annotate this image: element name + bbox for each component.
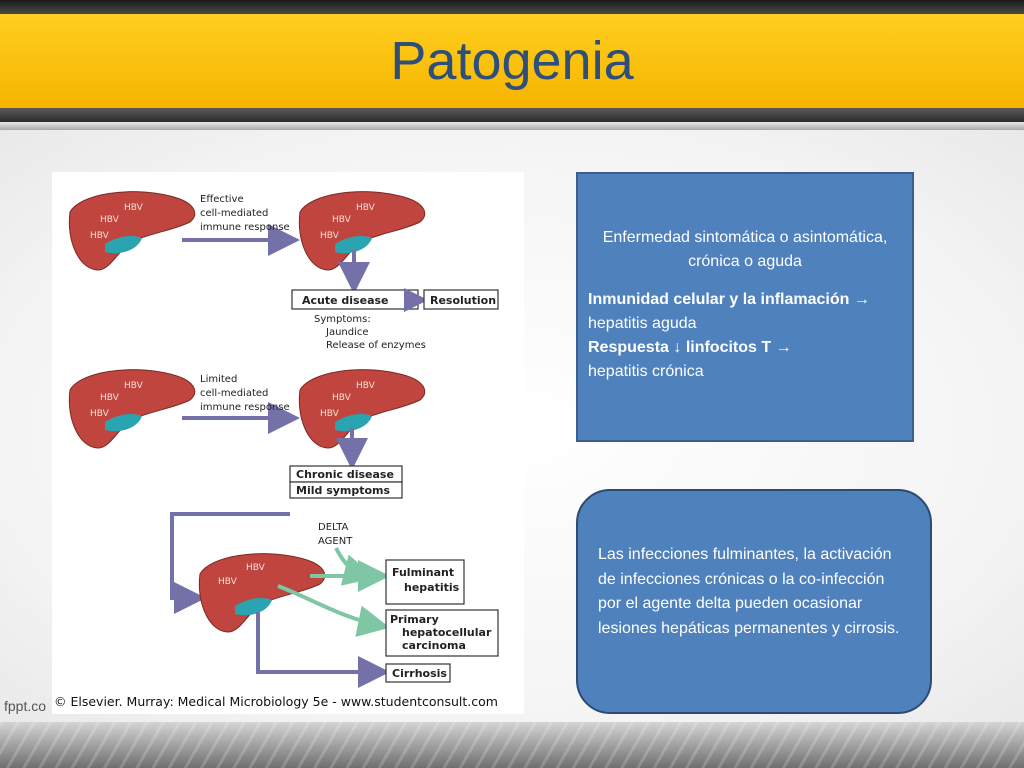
liver-label: HBV bbox=[246, 563, 266, 573]
arrow-delta bbox=[334, 547, 376, 586]
box-cirrhosis bbox=[385, 663, 451, 683]
delta-agent-label: DELTA bbox=[318, 522, 349, 533]
info-box-complications: Las infecciones fulminantes, la activaci… bbox=[576, 489, 932, 714]
box-fulminant-hepatitis bbox=[385, 559, 465, 605]
resolution-label: Resolution bbox=[430, 294, 496, 307]
carcinoma-label: carcinoma bbox=[402, 639, 466, 652]
box-mild-symptoms bbox=[289, 481, 403, 499]
liver-label: HBV bbox=[124, 381, 144, 391]
arrow-symbol: → bbox=[853, 291, 870, 308]
acute-disease-label: Acute disease bbox=[302, 294, 389, 307]
liver-label: HBV bbox=[218, 577, 238, 587]
label-limited: immune response bbox=[200, 402, 290, 413]
liver-label: HBV bbox=[100, 215, 120, 225]
liver-label: HBV bbox=[356, 203, 376, 213]
label-limited: cell-mediated bbox=[200, 388, 268, 399]
hbv-pathogenesis-figure: HBV HBV HBV Effective cell-mediated immu… bbox=[52, 172, 524, 714]
box-resolution bbox=[423, 289, 499, 310]
arrow-to-coinfection bbox=[170, 512, 290, 614]
fulminant-label: Fulminant bbox=[392, 566, 454, 579]
immunity-text: Inmunidad celular y la inflamación → hep… bbox=[578, 288, 912, 384]
info-box-immunity: Enfermedad sintomática o asintomática, c… bbox=[576, 172, 914, 442]
title-band bbox=[0, 14, 1024, 108]
arrow-carcinoma bbox=[277, 584, 390, 637]
complications-text: Las infecciones fulminantes, la activaci… bbox=[598, 546, 900, 637]
delta-agent-label: AGENT bbox=[318, 536, 353, 547]
liver-label: HBV bbox=[332, 215, 352, 225]
liver-label: HBV bbox=[332, 393, 352, 403]
fulminant-label: hepatitis bbox=[404, 581, 460, 594]
liver-label: HBV bbox=[320, 409, 340, 419]
title-rule-light bbox=[0, 122, 1024, 130]
liver-label: HBV bbox=[100, 393, 120, 403]
carcinoma-label: hepatocellular bbox=[402, 626, 492, 639]
symptoms-label: Jaundice bbox=[325, 327, 369, 338]
chronic-result: hepatitis crónica bbox=[588, 363, 704, 380]
label-limited: Limited bbox=[200, 374, 237, 385]
footer-brand: fppt.co bbox=[4, 698, 47, 714]
disease-forms-text: Enfermedad sintomática o asintomática, c… bbox=[602, 229, 888, 270]
liver-label: HBV bbox=[90, 409, 110, 419]
carcinoma-label: Primary bbox=[390, 613, 439, 626]
box-hepatocellular-carcinoma bbox=[385, 609, 499, 657]
label-effective: immune response bbox=[200, 222, 290, 233]
arrow-symbol: → bbox=[775, 339, 792, 356]
arrow-cirrhosis bbox=[256, 612, 390, 688]
chronic-disease-label: Chronic disease bbox=[296, 468, 394, 481]
immunity-bold: Inmunidad celular y la inflamación bbox=[588, 291, 850, 308]
label-effective: Effective bbox=[200, 194, 244, 205]
bottom-decorative-band bbox=[0, 722, 1024, 768]
title-rule-dark bbox=[0, 108, 1024, 122]
cirrhosis-label: Cirrhosis bbox=[392, 667, 447, 680]
symptoms-label: Symptoms: bbox=[314, 314, 371, 325]
figure-copyright: © Elsevier. Murray: Medical Microbiology… bbox=[54, 694, 498, 709]
hbv-diagram: HBV HBV HBV Effective cell-mediated immu… bbox=[68, 191, 499, 688]
liver-label: HBV bbox=[124, 203, 144, 213]
lymphocyte-bold: Respuesta ↓ linfocitos T bbox=[588, 339, 772, 356]
liver-label: HBV bbox=[90, 231, 110, 241]
mild-symptoms-label: Mild symptoms bbox=[296, 484, 391, 497]
liver-label: HBV bbox=[320, 231, 340, 241]
liver-label: HBV bbox=[356, 381, 376, 391]
symptoms-label: Release of enzymes bbox=[326, 340, 426, 351]
slide-title: Patogenia bbox=[390, 31, 634, 91]
label-effective: cell-mediated bbox=[200, 208, 268, 219]
acute-result: hepatitis aguda bbox=[588, 315, 697, 332]
top-border bbox=[0, 0, 1024, 14]
